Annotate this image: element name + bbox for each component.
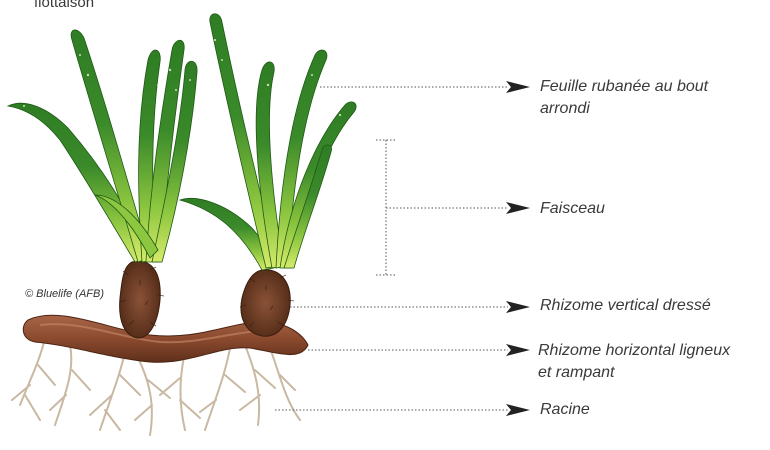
label-horizontal-line2: et rampant: [538, 362, 730, 384]
arrow-root: [506, 404, 530, 416]
label-bundle: Faisceau: [540, 198, 605, 220]
leaf-bundle-right: [180, 14, 356, 270]
arrow-horizontal: [506, 344, 530, 356]
label-horizontal-rhizome: Rhizome horizontal ligneux et rampant: [538, 340, 730, 384]
leader-lines: [275, 87, 508, 410]
arrowheads: [506, 81, 530, 416]
label-vertical-rhizome: Rhizome vertical dressé: [540, 295, 711, 317]
top-fragment-text: flottaison: [34, 0, 94, 13]
image-credit: © Bluelife (AFB): [25, 288, 104, 300]
label-leaf-line1: Feuille rubanée au bout: [540, 76, 708, 98]
label-leaf: Feuille rubanée au bout arrondi: [540, 76, 708, 120]
vertical-rhizome-right: [241, 270, 290, 336]
label-root: Racine: [540, 399, 590, 421]
arrow-vertical: [506, 301, 530, 313]
arrow-bundle: [506, 202, 530, 214]
leaf-bundle-left: [8, 30, 197, 262]
label-horizontal-line1: Rhizome horizontal ligneux: [538, 340, 730, 362]
label-leaf-line2: arrondi: [540, 98, 708, 120]
arrow-leaf: [506, 81, 530, 93]
